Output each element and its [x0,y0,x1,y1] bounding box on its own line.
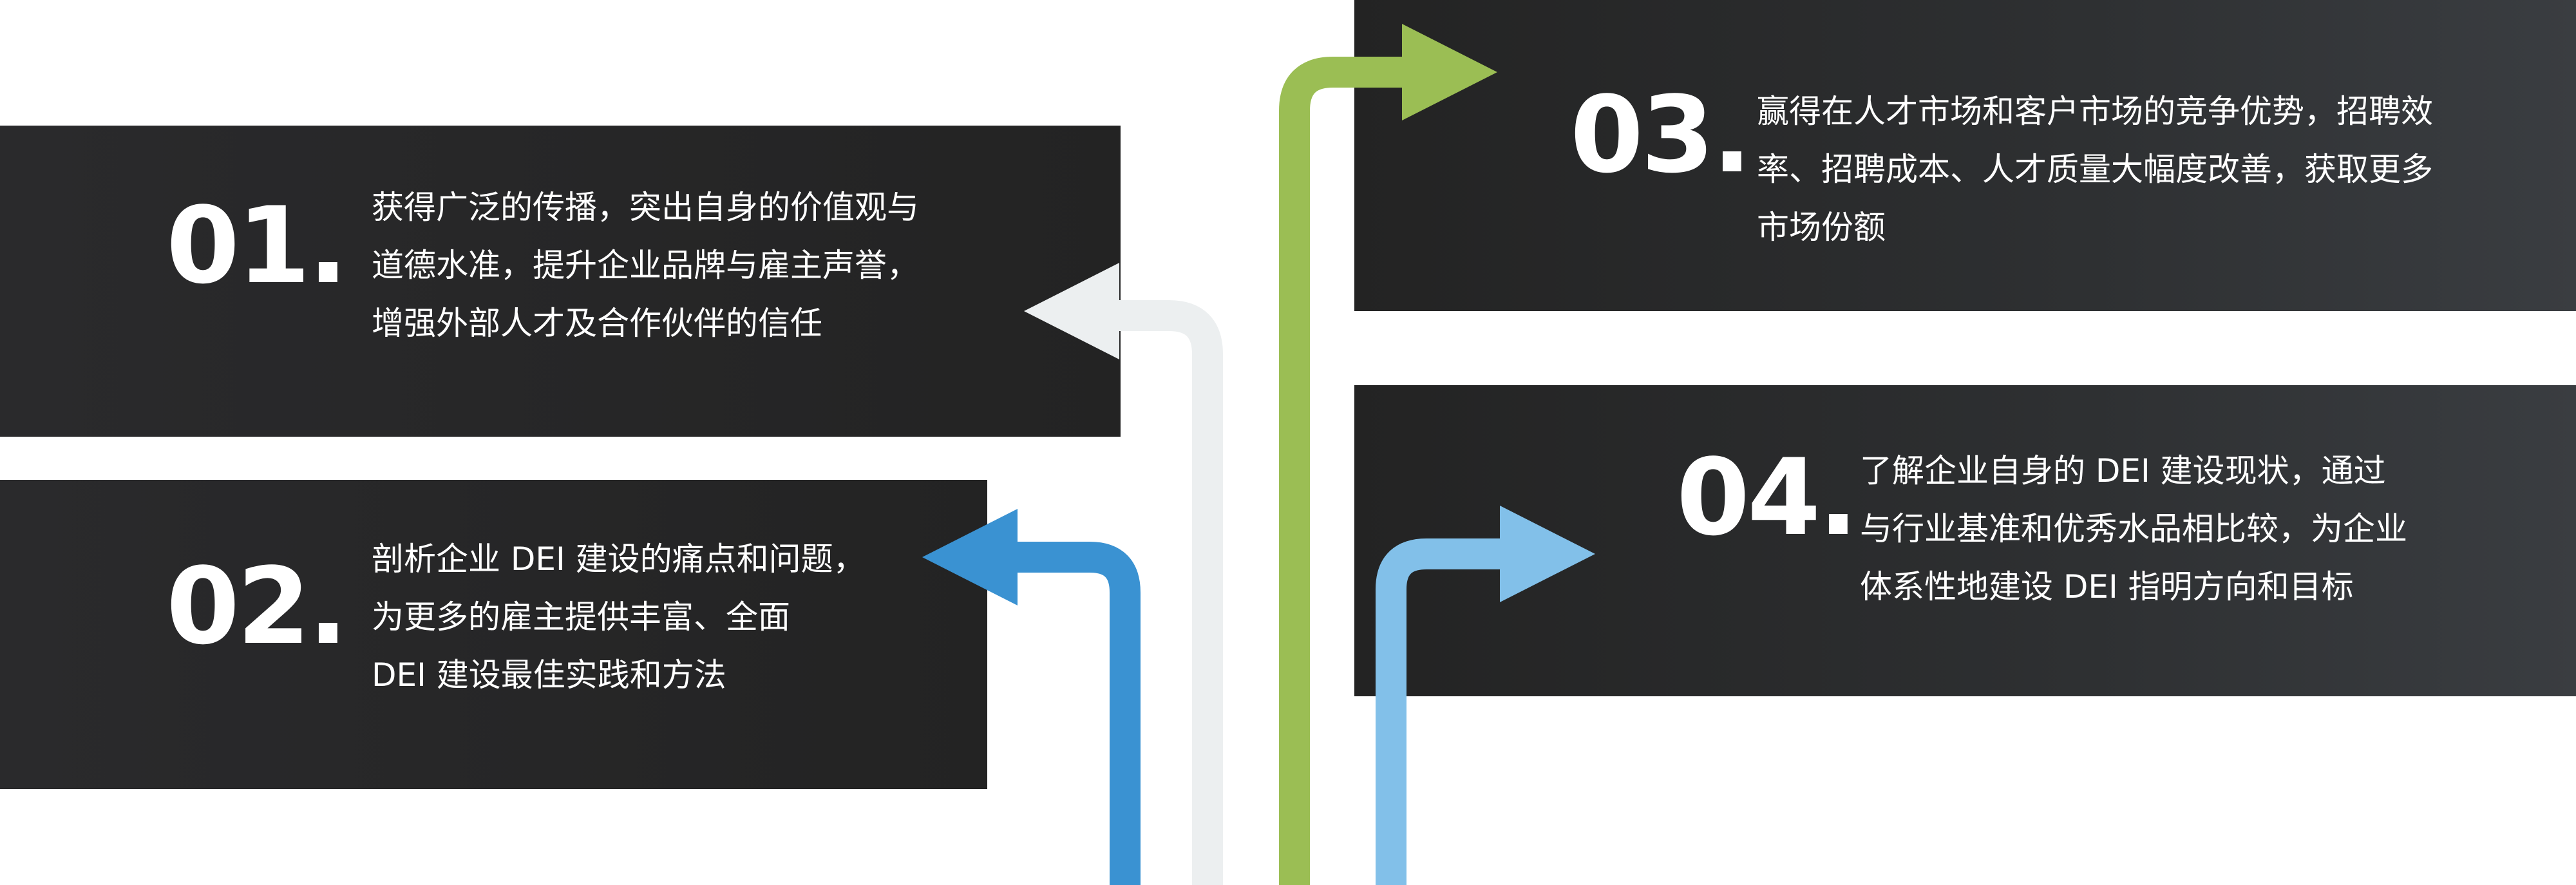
arrow-02-icon [922,509,1141,885]
step-03-line: 赢得在人才市场和客户市场的竞争优势，招聘效 [1757,93,2433,130]
step-04-line: 体系性地建设 DEI 指明方向和目标 [1860,568,2354,605]
arrow-04-icon [1376,506,1595,885]
step-01-line: 增强外部人才及合作伙伴的信任 [372,305,822,342]
step-description-04: 了解企业自身的 DEI 建设现状，通过 与行业基准和优秀水品相比较，为企业 体系… [1860,442,2407,616]
step-04-line: 与行业基准和优秀水品相比较，为企业 [1860,510,2407,547]
step-description-03: 赢得在人才市场和客户市场的竞争优势，招聘效 率、招聘成本、人才质量大幅度改善，获… [1757,82,2433,256]
step-03-line: 市场份额 [1757,209,1886,246]
step-02-line: DEI 建设最佳实践和方法 [372,656,726,694]
panel-01: 01. 获得广泛的传播，突出自身的价值观与 道德水准，提升企业品牌与雇主声誉， … [0,126,1121,437]
panel-03: 03. 赢得在人才市场和客户市场的竞争优势，招聘效 率、招聘成本、人才质量大幅度… [1354,0,2576,311]
step-01-line: 道德水准，提升企业品牌与雇主声誉， [372,247,919,284]
step-02-line: 剖析企业 DEI 建设的痛点和问题， [372,540,866,578]
step-01-line: 获得广泛的传播，突出自身的价值观与 [372,189,919,226]
arrow-01-icon [1024,263,1223,885]
step-number-03: 03. [1570,73,1752,196]
step-number-04: 04. [1676,436,1859,559]
step-02-line: 为更多的雇主提供丰富、全面 [372,598,790,636]
step-description-01: 获得广泛的传播，突出自身的价值观与 道德水准，提升企业品牌与雇主声誉， 增强外部… [372,178,919,352]
arrow-03-icon [1279,24,1497,885]
step-04-line: 了解企业自身的 DEI 建设现状，通过 [1860,452,2386,490]
step-number-02: 02. [166,545,348,668]
step-03-line: 率、招聘成本、人才质量大幅度改善，获取更多 [1757,151,2433,188]
step-number-01: 01. [166,184,348,307]
step-description-02: 剖析企业 DEI 建设的痛点和问题， 为更多的雇主提供丰富、全面 DEI 建设最… [372,530,866,704]
panel-02: 02. 剖析企业 DEI 建设的痛点和问题， 为更多的雇主提供丰富、全面 DEI… [0,480,987,789]
